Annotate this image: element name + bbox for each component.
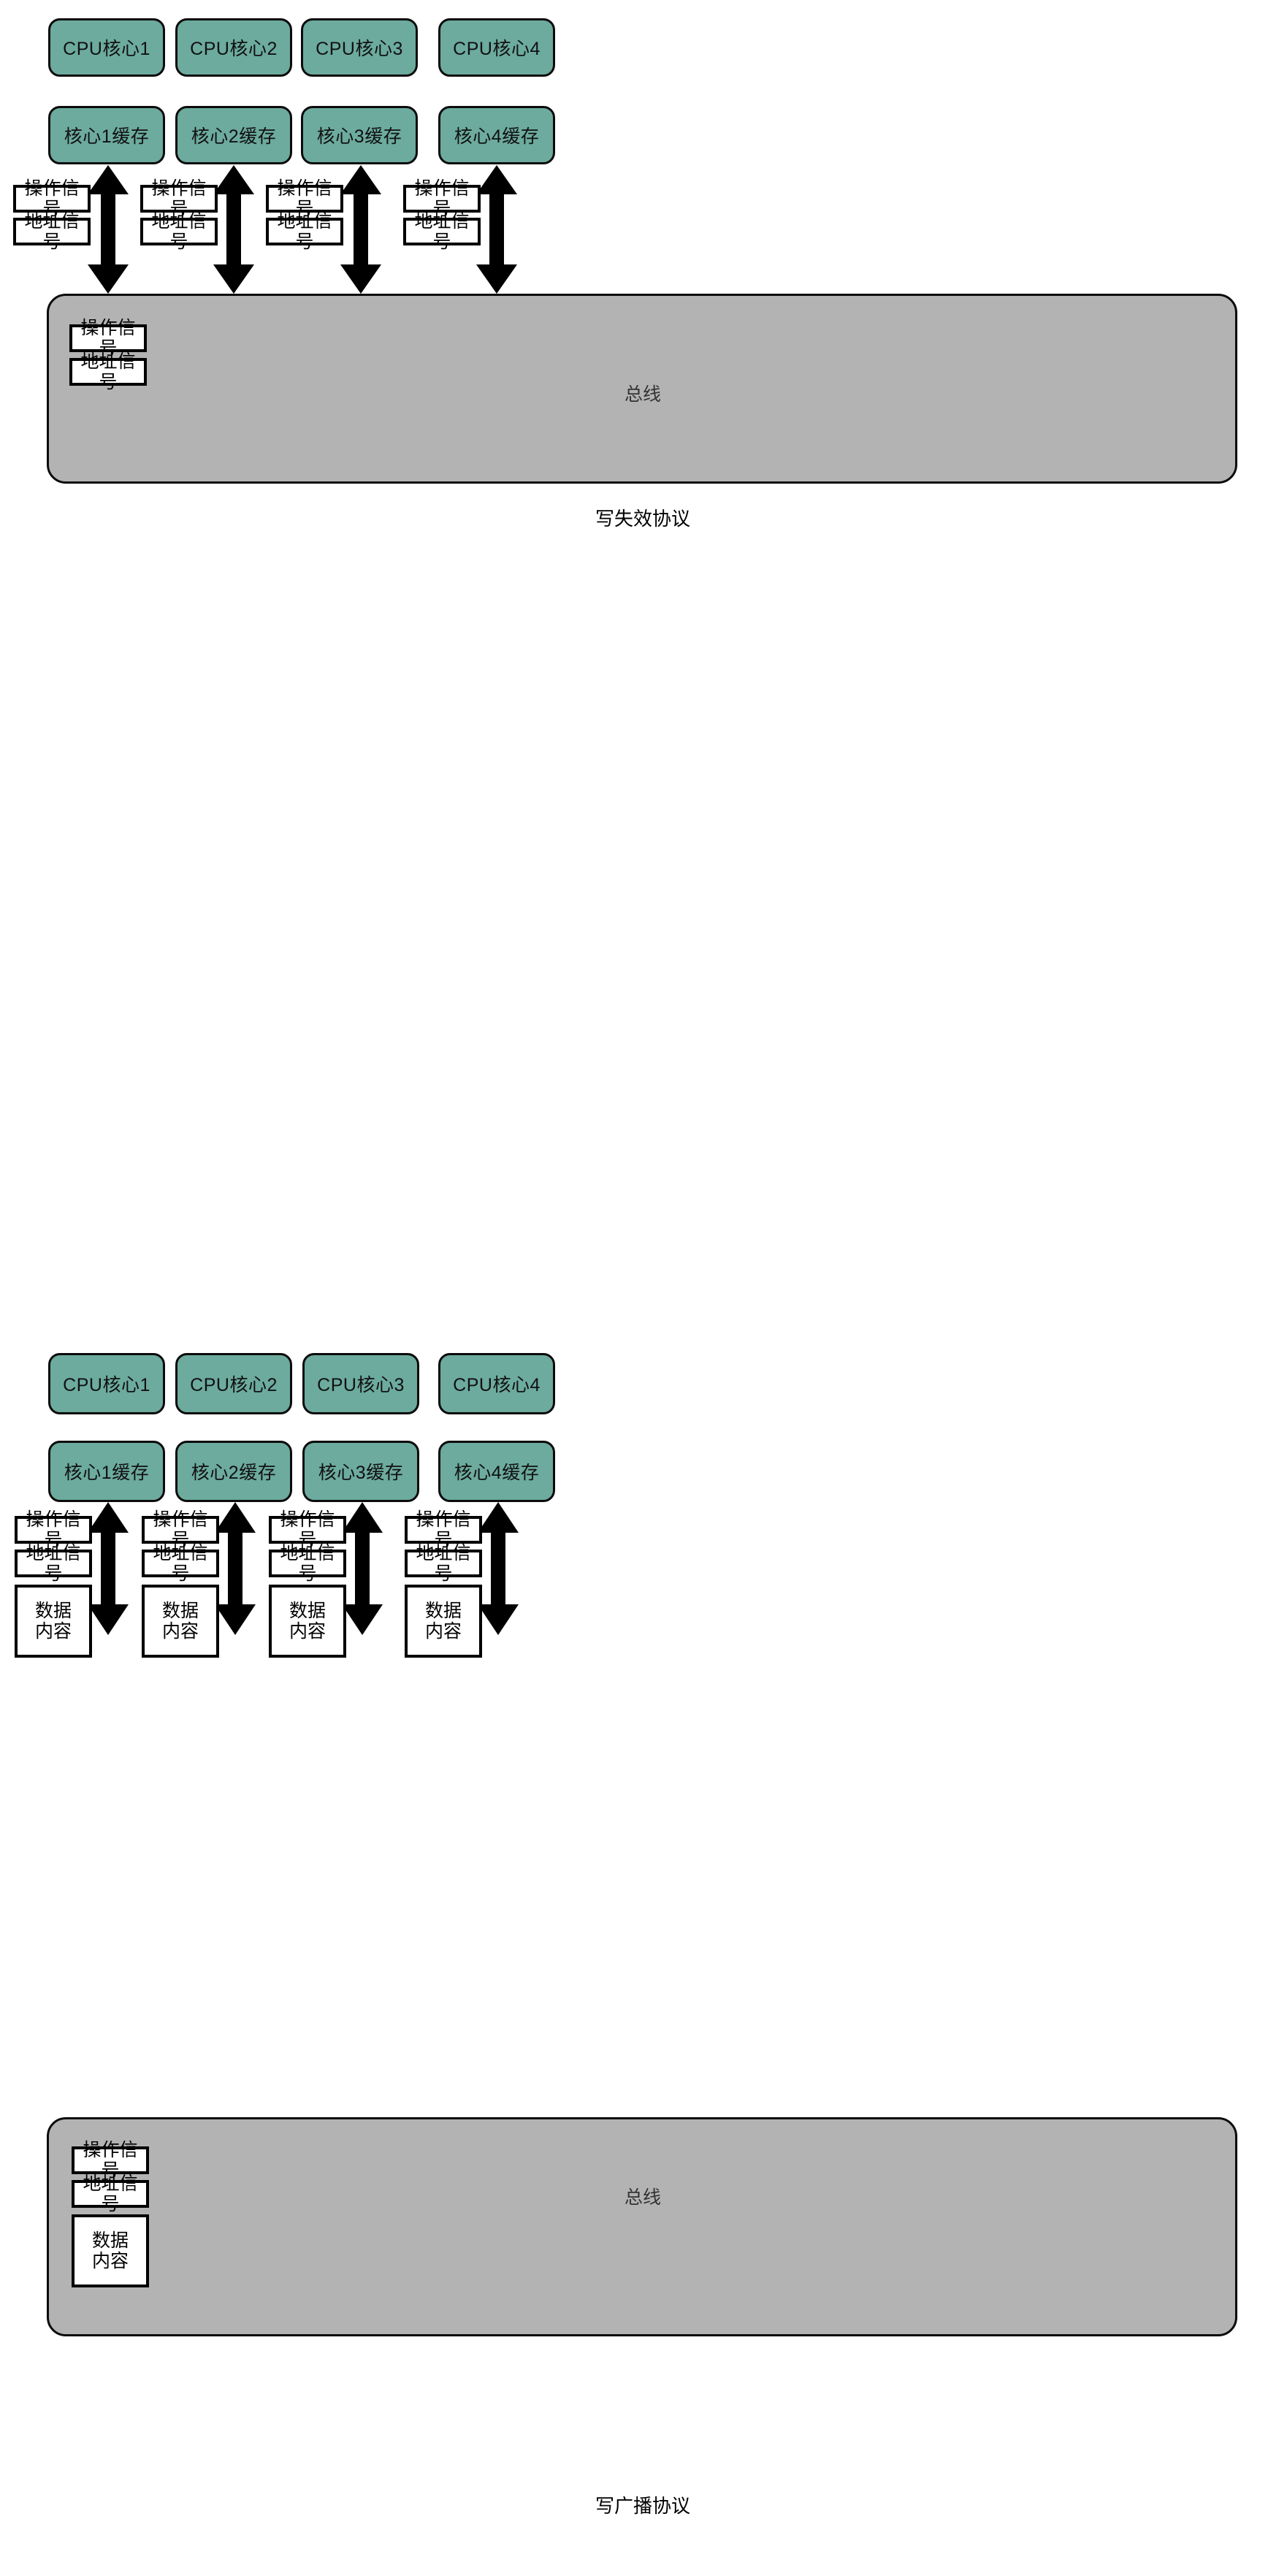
link-signal-box: 操作信号 [15,1509,92,1550]
cache-box[interactable]: 核心4缓存 [438,106,555,164]
cache-label: 核心1缓存 [64,1463,150,1483]
cache-bus-arrow [213,165,254,294]
link-signal-box: 地址信号 [140,211,218,252]
cpu-core-box[interactable]: CPU核心1 [48,18,165,77]
cache-label: 核心4缓存 [454,126,540,147]
link-signal-box: 地址信号 [269,1543,346,1584]
link-signal-box: 操作信号 [266,178,343,219]
cpu-core-box[interactable]: CPU核心4 [438,18,555,77]
cpu-core-box[interactable]: CPU核心3 [301,18,418,77]
diagram-write-invalidate: CPU核心1 CPU核心2 CPU核心3 CPU核心4 核心1缓存 核心2缓存 … [0,0,1287,1286]
cpu-core-label: CPU核心2 [190,1375,278,1395]
cpu-core-box[interactable]: CPU核心1 [48,1353,165,1414]
link-signal-box: 操作信号 [13,178,91,219]
cache-label: 核心4缓存 [454,1463,540,1483]
link-signal-box: 地址信号 [15,1543,92,1584]
cache-bus-arrow [88,165,129,294]
cache-box[interactable]: 核心3缓存 [301,106,418,164]
cpu-core-label: CPU核心1 [63,39,150,59]
cpu-core-label: CPU核心4 [453,39,541,59]
cache-box[interactable]: 核心1缓存 [48,1441,165,1502]
cpu-core-box[interactable]: CPU核心2 [175,18,292,77]
link-signal-box: 操作信号 [140,178,218,219]
cache-label: 核心2缓存 [191,126,277,147]
link-data-box: 数据 内容 [142,1585,219,1658]
link-signal-box: 地址信号 [405,1543,482,1584]
bus-signal-box: 操作信号 [69,318,147,359]
link-data-box: 数据 内容 [15,1585,92,1658]
link-data-box: 数据 内容 [405,1585,482,1658]
cpu-core-label: CPU核心4 [453,1375,541,1395]
cpu-core-box[interactable]: CPU核心2 [175,1353,292,1414]
link-signal-box: 操作信号 [403,178,481,219]
cache-box[interactable]: 核心2缓存 [175,1441,292,1502]
cache-bus-arrow [215,1502,256,1635]
link-signal-box: 操作信号 [142,1509,219,1550]
bus-signal-box: 地址信号 [72,2173,149,2214]
bus-data-box: 数据 内容 [72,2214,149,2287]
cache-bus-arrow [476,165,517,294]
link-signal-box: 操作信号 [269,1509,346,1550]
cpu-core-label: CPU核心3 [316,39,403,59]
cache-label: 核心3缓存 [318,1463,404,1483]
cpu-core-box[interactable]: CPU核心4 [438,1353,555,1414]
cache-label: 核心3缓存 [316,126,402,147]
cache-label: 核心2缓存 [191,1463,277,1483]
cpu-core-label: CPU核心3 [317,1375,405,1395]
cache-box[interactable]: 核心1缓存 [48,106,165,164]
link-signal-box: 地址信号 [266,211,343,252]
cache-bus-arrow [340,165,381,294]
bus-box[interactable] [47,2117,1237,2336]
cache-box[interactable]: 核心2缓存 [175,106,292,164]
bus-signal-box: 操作信号 [72,2140,149,2181]
cache-label: 核心1缓存 [64,126,150,147]
link-signal-box: 操作信号 [405,1509,482,1550]
link-signal-box: 地址信号 [13,211,91,252]
link-signal-box: 地址信号 [403,211,481,252]
bus-signal-box: 地址信号 [69,351,147,392]
cache-box[interactable]: 核心3缓存 [302,1441,419,1502]
bus-label: 总线 [624,384,662,405]
bus-label: 总线 [624,2187,662,2208]
cpu-core-label: CPU核心2 [190,39,278,59]
cache-box[interactable]: 核心4缓存 [438,1441,555,1502]
cache-bus-arrow [88,1502,129,1635]
bus-box[interactable] [47,294,1237,484]
link-signal-box: 地址信号 [142,1543,219,1584]
diagram-caption: 写失效协议 [595,508,691,530]
cache-bus-arrow [478,1502,519,1635]
cpu-core-label: CPU核心1 [63,1375,150,1395]
cpu-core-box[interactable]: CPU核心3 [302,1353,419,1414]
diagram-write-broadcast: CPU核心1 CPU核心2 CPU核心3 CPU核心4 核心1缓存 核心2缓存 … [0,1330,1287,2576]
link-data-box: 数据 内容 [269,1585,346,1658]
cache-bus-arrow [342,1502,383,1635]
diagram-caption: 写广播协议 [595,2495,691,2517]
